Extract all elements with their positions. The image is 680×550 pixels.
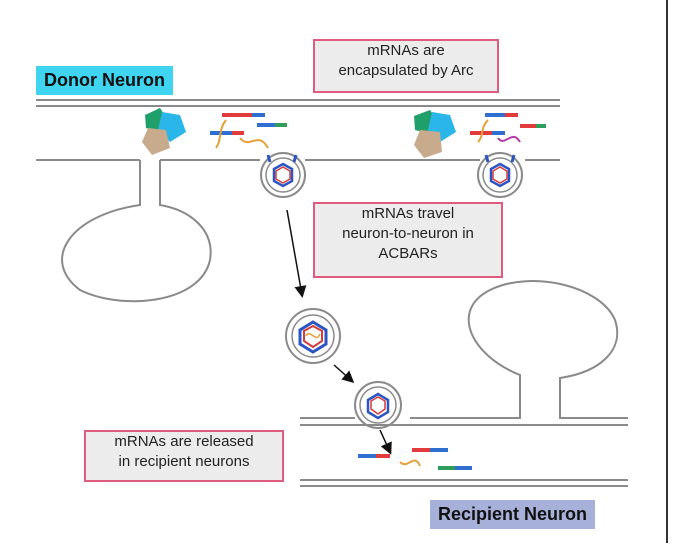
callout-travel: mRNAs travel neuron-to-neuron in ACBARs	[313, 202, 503, 278]
callout-travel-line-3: ACBARs	[378, 245, 438, 262]
budding-capsid-right	[477, 152, 523, 198]
arc-protein-cluster-right	[414, 110, 456, 158]
recipient-neuron-label: Recipient Neuron	[430, 500, 596, 529]
callout-encapsulated: mRNAs are encapsulated by Arc	[313, 39, 499, 93]
mrna-cluster-donor-right	[470, 113, 546, 143]
arc-protein-cluster-left	[142, 108, 186, 155]
callout-travel-line-1: mRNAs travel	[361, 205, 455, 222]
figure-border	[666, 0, 668, 543]
acbar-traveling	[285, 308, 341, 364]
recipient-membrane	[300, 280, 628, 487]
transport-arrows	[286, 209, 392, 455]
mrna-cluster-donor-left	[210, 113, 287, 149]
callout-released: mRNAs are released in recipient neurons	[84, 430, 284, 482]
callout-encapsulated-line-1: mRNAs are	[367, 42, 445, 59]
budding-capsid-left	[260, 152, 306, 198]
callout-released-line-2: in recipient neurons	[118, 453, 250, 470]
callout-released-line-1: mRNAs are released	[114, 433, 254, 450]
callout-encapsulated-line-2: encapsulated by Arc	[338, 62, 474, 79]
donor-membrane	[36, 99, 560, 303]
callout-travel-line-2: neuron-to-neuron in	[342, 225, 474, 242]
acbar-fusing	[354, 381, 402, 429]
mrna-cluster-released	[358, 448, 472, 470]
donor-neuron-label: Donor Neuron	[36, 66, 173, 95]
